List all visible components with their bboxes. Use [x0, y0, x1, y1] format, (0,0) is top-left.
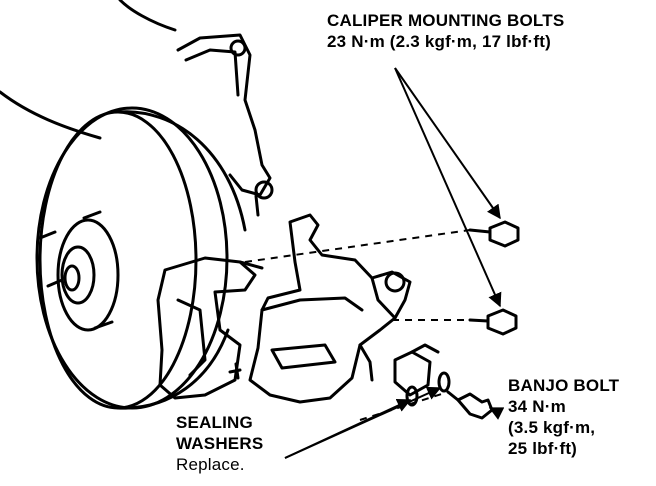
caliper-mounting-bolt-upper	[468, 220, 520, 248]
upper-bolt-axis	[244, 229, 471, 263]
caliper-bracket	[156, 256, 264, 400]
banjo-bolt-callout: BANJO BOLT 34 N·m (3.5 kgf·m, 25 lbf·ft)	[508, 375, 619, 459]
steering-knuckle	[176, 33, 274, 217]
sealing-washers-note: Replace.	[176, 455, 245, 474]
leader-banjo-bolt	[488, 407, 505, 420]
sealing-washers-callout: SEALING WASHERS Replace.	[176, 412, 263, 475]
caliper-mounting-bolt-lower	[468, 308, 518, 336]
sealing-washers-title-2: WASHERS	[176, 434, 264, 453]
banjo-fitting	[393, 343, 440, 397]
banjo-bolt-torque-kgfm: (3.5 kgf·m,	[508, 418, 596, 437]
banjo-bolt-torque-lbfft: 25 lbf·ft)	[508, 439, 578, 458]
banjo-bolt-torque-nm: 34 N·m	[508, 397, 566, 416]
vehicle-body-outline	[0, 90, 102, 140]
brake-caliper	[248, 213, 412, 404]
caliper-bolts-callout: CALIPER MOUNTING BOLTS 23 N·m (2.3 kgf·m…	[327, 10, 564, 52]
brake-disc	[35, 106, 247, 410]
wheel-stud	[38, 230, 57, 240]
leader-caliper-bolt-lower	[394, 67, 502, 308]
caliper-bolts-torque-spec: 23 N·m (2.3 kgf·m, 17 lbf·ft)	[327, 32, 551, 51]
banjo-bolt	[446, 390, 494, 420]
leader-sealing-washer-right	[284, 386, 442, 459]
sealing-washers-title-1: SEALING	[176, 413, 253, 432]
banjo-bolt-title: BANJO BOLT	[508, 376, 620, 395]
banjo-bolt-axis	[359, 391, 449, 421]
caliper-bolts-title: CALIPER MOUNTING BOLTS	[327, 11, 565, 30]
leader-caliper-bolt-upper	[394, 67, 501, 220]
sealing-washers	[405, 371, 451, 407]
